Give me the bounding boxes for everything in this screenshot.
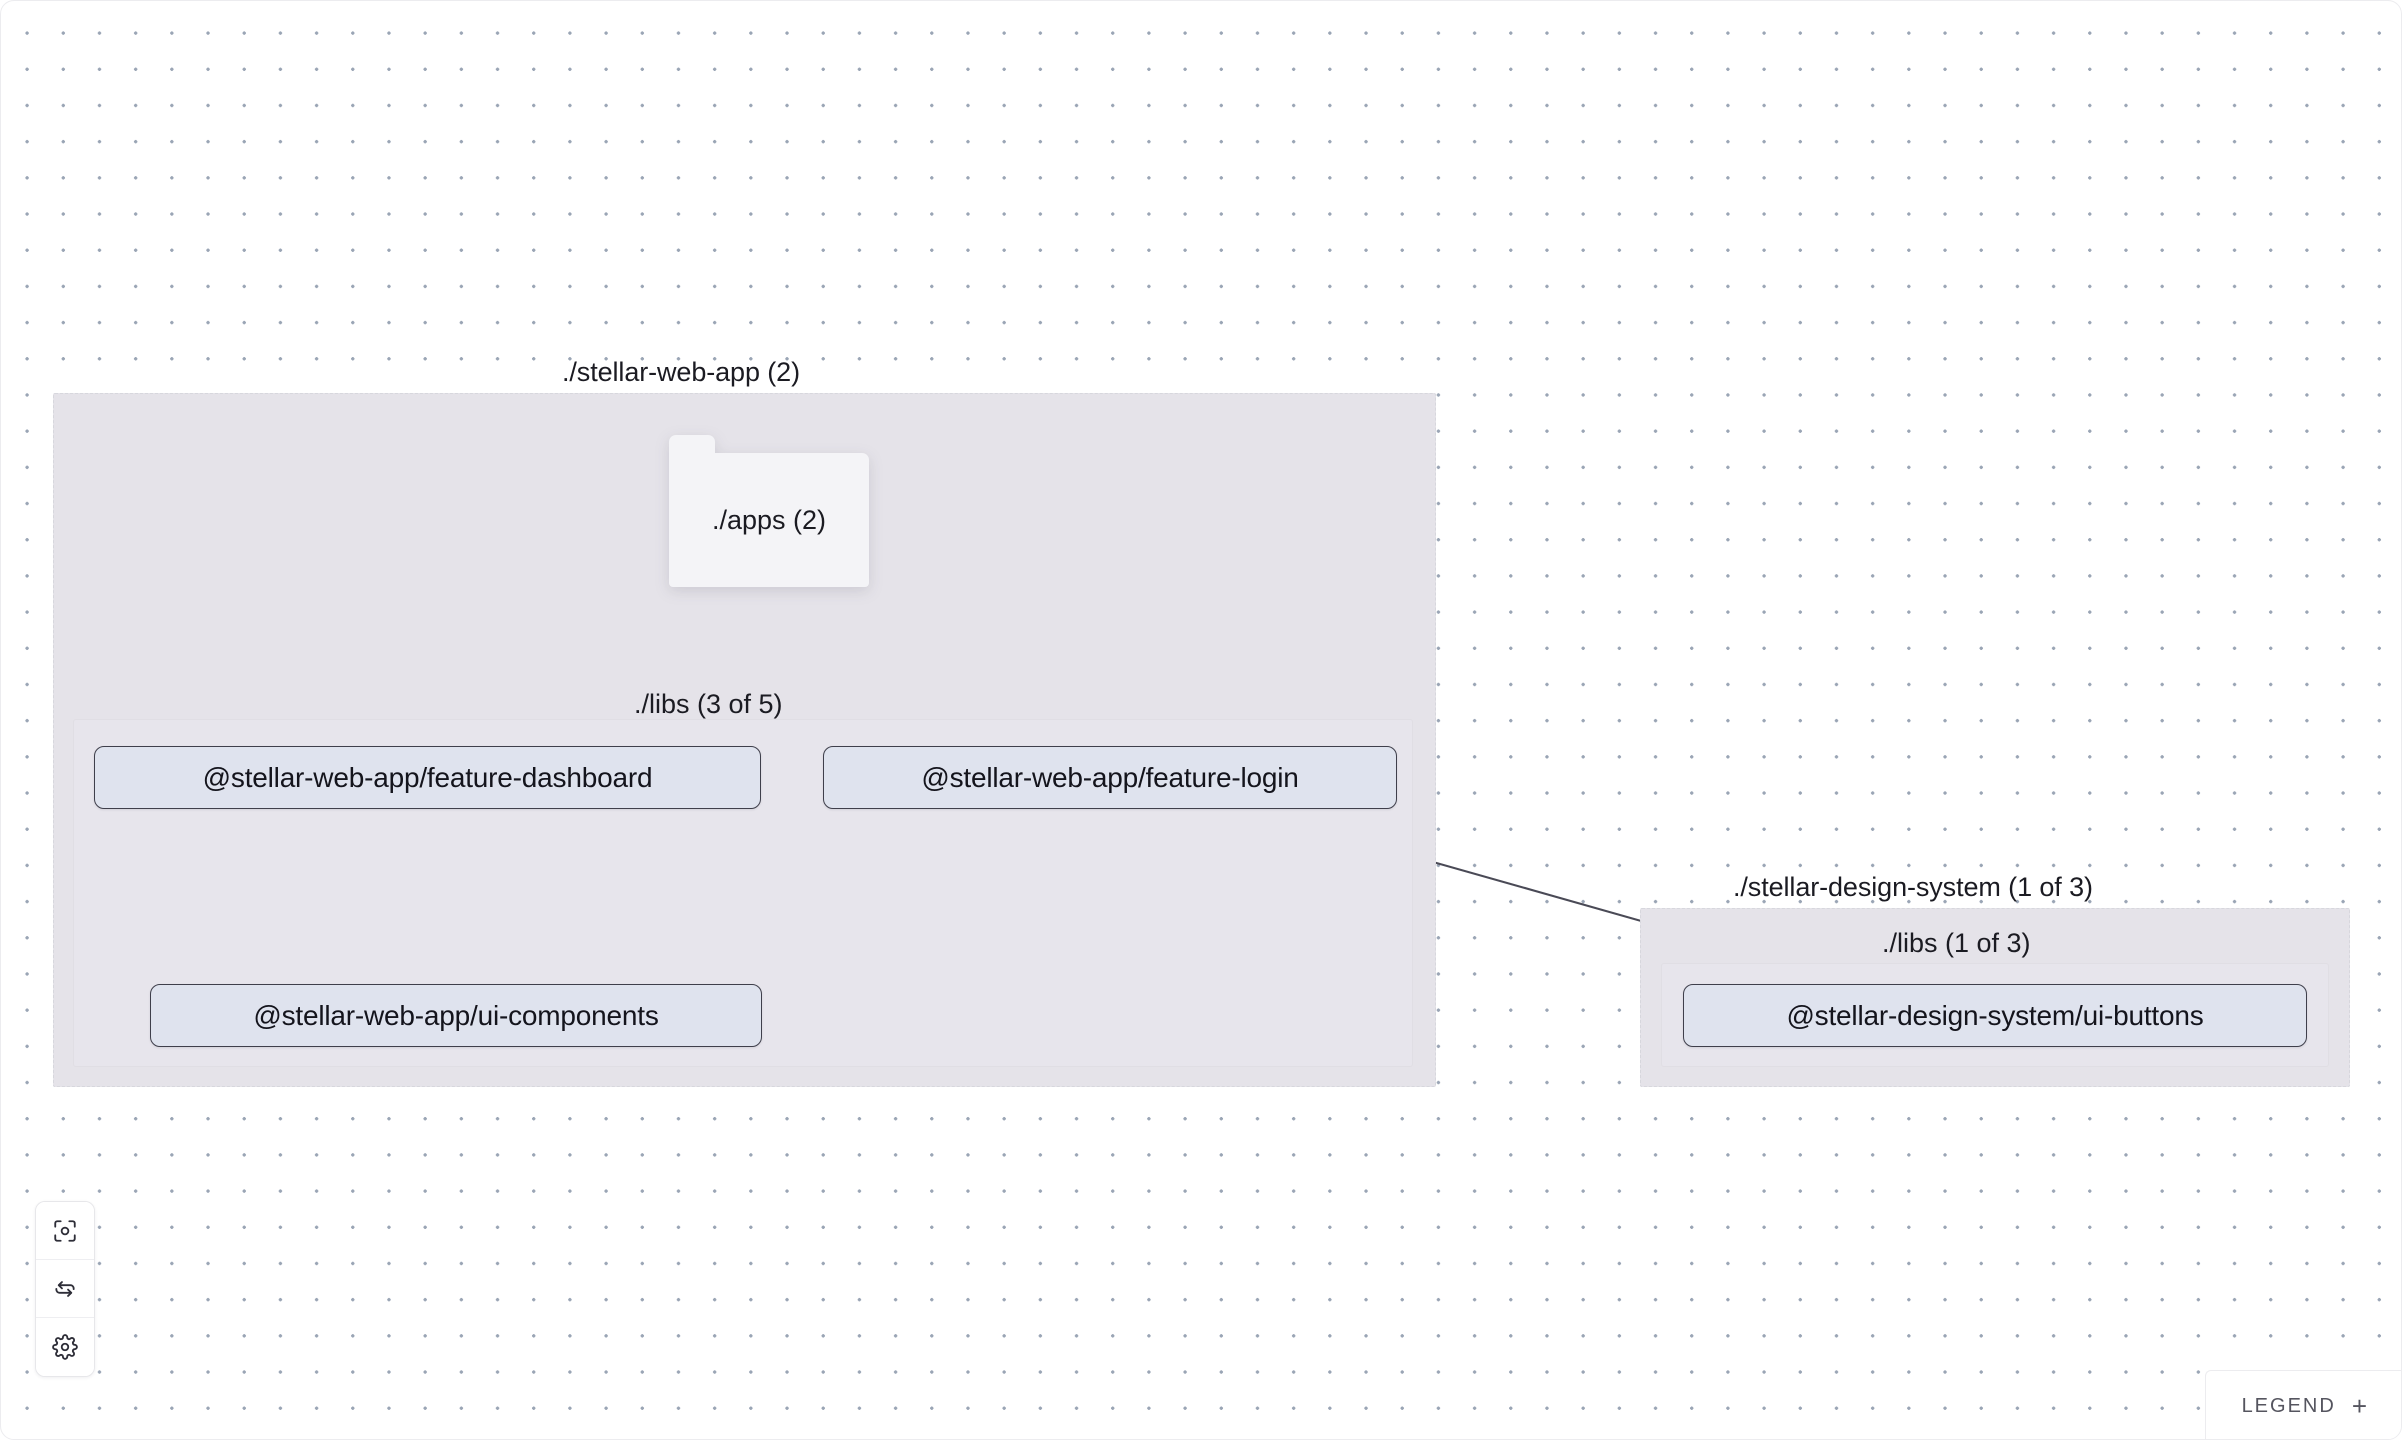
node-ui-buttons[interactable]: @stellar-design-system/ui-buttons [1683, 984, 2307, 1047]
node-feature-login-label: @stellar-web-app/feature-login [921, 761, 1299, 793]
gear-icon [52, 1334, 78, 1360]
focus-target-icon [52, 1218, 78, 1244]
group-label-stellar-design-system: ./stellar-design-system (1 of 3) [1733, 872, 2093, 902]
folder-apps[interactable]: ./apps (2) [669, 435, 869, 587]
folder-apps-label: ./apps (2) [711, 504, 827, 535]
node-feature-dashboard[interactable]: @stellar-web-app/feature-dashboard [94, 746, 761, 809]
legend-label: LEGEND [2241, 1394, 2336, 1417]
node-feature-dashboard-label: @stellar-web-app/feature-dashboard [202, 761, 653, 793]
settings-button[interactable] [36, 1318, 94, 1376]
node-ui-buttons-label: @stellar-design-system/ui-buttons [1786, 999, 2204, 1031]
legend-expand-icon: + [2351, 1391, 2367, 1421]
legend-toggle[interactable]: LEGEND + [2204, 1370, 2401, 1439]
refresh-graph-button[interactable] [36, 1260, 94, 1318]
node-ui-components-label: @stellar-web-app/ui-components [253, 999, 659, 1031]
group-label-stellar-web-app: ./stellar-web-app (2) [562, 357, 800, 387]
graph-controls[interactable] [35, 1201, 95, 1377]
subgroup-label-web-app-libs: ./libs (3 of 5) [634, 689, 783, 719]
folder-body [669, 453, 869, 587]
subgroup-label-design-system-libs: ./libs (1 of 3) [1882, 928, 2031, 958]
refresh-icon [52, 1276, 78, 1302]
node-feature-login[interactable]: @stellar-web-app/feature-login [823, 746, 1397, 809]
node-ui-components[interactable]: @stellar-web-app/ui-components [150, 984, 762, 1047]
focus-graph-button[interactable] [36, 1202, 94, 1260]
